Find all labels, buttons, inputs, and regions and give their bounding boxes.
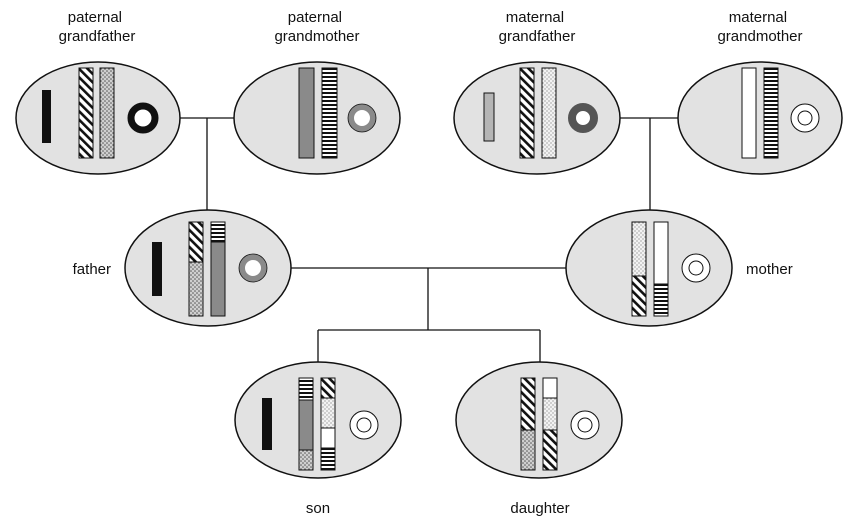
chromosome [653, 283, 669, 317]
label-paternal-grandmother: paternal grandmother [274, 9, 359, 45]
chromosome [542, 429, 558, 471]
chromosome [298, 377, 314, 401]
label-maternal-grandmother: maternal grandmother [717, 9, 802, 45]
chromosome [520, 429, 536, 471]
chromosome [188, 261, 204, 317]
chromosome [519, 67, 535, 159]
chromosome [320, 397, 336, 429]
chromosome [188, 221, 204, 263]
chromosome [320, 447, 336, 471]
chromosome [542, 397, 558, 431]
chromosome [541, 67, 557, 159]
chromosome [210, 221, 226, 243]
chromosome [321, 67, 338, 159]
chromosome [42, 90, 51, 143]
chromosome [520, 377, 536, 431]
maternal-grandfather-cell [453, 61, 621, 175]
chromosome [298, 67, 315, 159]
daughter-cell [455, 361, 623, 479]
label-mother: mother [746, 261, 793, 278]
chromosome [298, 399, 314, 451]
chromosome [763, 67, 779, 159]
chromosome [99, 67, 115, 159]
label-maternal-grandfather: maternal grandfather [499, 9, 576, 45]
chromosome [483, 92, 495, 142]
plasmid [127, 102, 159, 134]
chromosome [262, 398, 272, 450]
label-daughter: daughter [510, 500, 569, 517]
chromosome [741, 67, 757, 159]
plasmid [239, 254, 267, 282]
chromosome [631, 221, 647, 277]
chromosome [78, 67, 94, 159]
plasmid [348, 104, 376, 132]
label-father: father [73, 261, 111, 278]
chromosome [298, 449, 314, 471]
chromosome [320, 377, 336, 399]
chromosome [210, 241, 226, 317]
chromosome [542, 377, 558, 399]
plasmid [568, 103, 598, 133]
chromosome [631, 275, 647, 317]
father-cell [124, 209, 292, 327]
pedigree-lines [180, 117, 678, 362]
son-cell [234, 361, 402, 479]
label-son: son [306, 500, 330, 517]
chromosome [320, 427, 336, 449]
paternal-grandfather-cell [15, 61, 181, 175]
chromosome [152, 242, 162, 296]
label-paternal-grandfather: paternal grandfather [59, 9, 136, 45]
mother-cell [565, 209, 733, 327]
maternal-grandmother-cell [677, 61, 843, 175]
paternal-grandmother-cell [233, 61, 401, 175]
chromosome [653, 221, 669, 285]
